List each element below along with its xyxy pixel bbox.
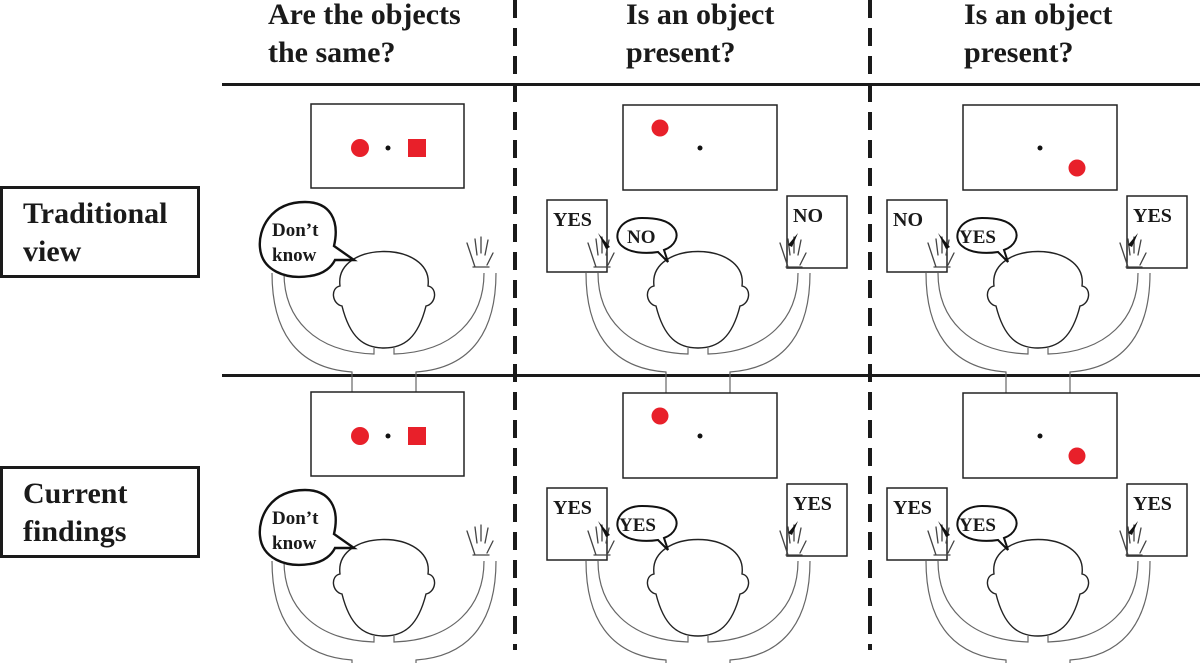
right-response-card-label: YES	[1133, 493, 1172, 515]
scene-r0-c2: NO YES YES	[886, 104, 1188, 413]
right-response-card-label: NO	[793, 205, 823, 227]
speech-bubble	[616, 504, 678, 551]
right-response-card-label: YES	[1133, 205, 1172, 227]
pointer-arrow-icon	[1128, 233, 1138, 247]
head	[332, 250, 436, 349]
speech-text-line: Don’t	[272, 508, 319, 529]
head	[986, 538, 1090, 637]
right-response-card-box	[1126, 483, 1188, 557]
row-label-traditional: Traditional view	[0, 186, 200, 278]
column-header-line: Is an object	[964, 0, 1113, 31]
scene-r0-c1: YES NO NO	[546, 104, 848, 413]
speech-text-line: know	[272, 245, 317, 266]
pointer-arrow-icon	[938, 521, 950, 537]
body-outline	[585, 560, 811, 663]
hand-icon	[466, 524, 494, 556]
row-label-line: findings	[23, 515, 127, 548]
column-header-line: Are the objects	[268, 0, 461, 31]
column-header-line: the same?	[268, 36, 396, 69]
hand-icon	[779, 236, 807, 268]
stimulus-circle	[651, 119, 669, 137]
right-response-card-box	[786, 483, 848, 557]
column-header-present-2: Is an object present?	[964, 0, 1112, 72]
left-response-card-label: YES	[553, 497, 592, 519]
hand-icon	[1119, 524, 1147, 556]
fixation-dot	[697, 433, 703, 439]
pointer-arrow-icon	[788, 521, 798, 535]
left-response-card-box	[886, 487, 948, 561]
hand-icon	[466, 236, 494, 268]
fixation-dot	[385, 145, 391, 151]
stimulus-circle	[1068, 447, 1086, 465]
speech-text-line: Don’t	[272, 220, 319, 241]
row-label-line: Current	[23, 477, 128, 510]
left-response-card-box	[546, 199, 608, 273]
scene-r0-c0: Don’t know	[258, 103, 497, 413]
pointer-arrow-icon	[598, 233, 610, 249]
row-divider	[222, 374, 1200, 377]
pointer-arrow-icon	[1128, 521, 1138, 535]
pointer-arrow-icon	[598, 521, 610, 537]
hand-icon	[1119, 236, 1147, 268]
row-label-current: Current findings	[0, 466, 200, 558]
stimulus-circle	[1068, 159, 1086, 177]
column-header-line: present?	[964, 36, 1074, 69]
column-divider-1	[513, 0, 517, 650]
scene-r1-c1: YES YES YES	[546, 392, 848, 663]
column-header-present-1: Is an object present?	[626, 0, 774, 72]
speech-text: NO	[627, 227, 656, 248]
body-outline	[271, 272, 497, 413]
stimulus-circle	[351, 139, 369, 157]
speech-text-line: know	[272, 533, 317, 554]
body-outline	[585, 272, 811, 413]
hand-icon	[779, 524, 807, 556]
fixation-dot	[1037, 433, 1043, 439]
left-response-card-label: YES	[553, 209, 592, 231]
speech-bubble	[258, 488, 358, 567]
speech-text: YES	[619, 515, 656, 536]
body-outline	[925, 560, 1151, 663]
column-header-same: Are the objects the same?	[268, 0, 461, 72]
speech-bubble	[616, 216, 678, 263]
scene-r1-c0: Don’t know	[258, 391, 497, 663]
column-header-line: present?	[626, 36, 736, 69]
pointer-arrow-icon	[938, 233, 950, 249]
column-divider-2	[868, 0, 872, 650]
right-response-card-box	[1126, 195, 1188, 269]
fixation-dot	[385, 433, 391, 439]
stimulus-circle	[351, 427, 369, 445]
scene-r1-c2: YES YES YES	[886, 392, 1188, 663]
right-response-card-box	[786, 195, 848, 269]
pointer-arrow-icon	[788, 233, 798, 247]
stimulus-square	[408, 139, 426, 157]
left-response-card-label: YES	[893, 497, 932, 519]
header-divider	[222, 83, 1200, 86]
left-response-card-box	[886, 199, 948, 273]
column-header-line: Is an object	[626, 0, 775, 31]
row-label-line: view	[23, 235, 82, 268]
body-outline	[271, 560, 497, 663]
speech-bubble	[956, 216, 1018, 263]
head	[646, 538, 750, 637]
row-label-line: Traditional	[23, 197, 168, 230]
stimulus-circle	[651, 407, 669, 425]
fixation-dot	[1037, 145, 1043, 151]
head	[646, 250, 750, 349]
head	[332, 538, 436, 637]
fixation-dot	[697, 145, 703, 151]
speech-text: YES	[959, 515, 996, 536]
speech-bubble	[956, 504, 1018, 551]
speech-bubble	[258, 200, 358, 279]
stimulus-square	[408, 427, 426, 445]
left-response-card-label: NO	[893, 209, 923, 231]
right-response-card-label: YES	[793, 493, 832, 515]
left-response-card-box	[546, 487, 608, 561]
body-outline	[925, 272, 1151, 413]
head	[986, 250, 1090, 349]
speech-text: YES	[959, 227, 996, 248]
